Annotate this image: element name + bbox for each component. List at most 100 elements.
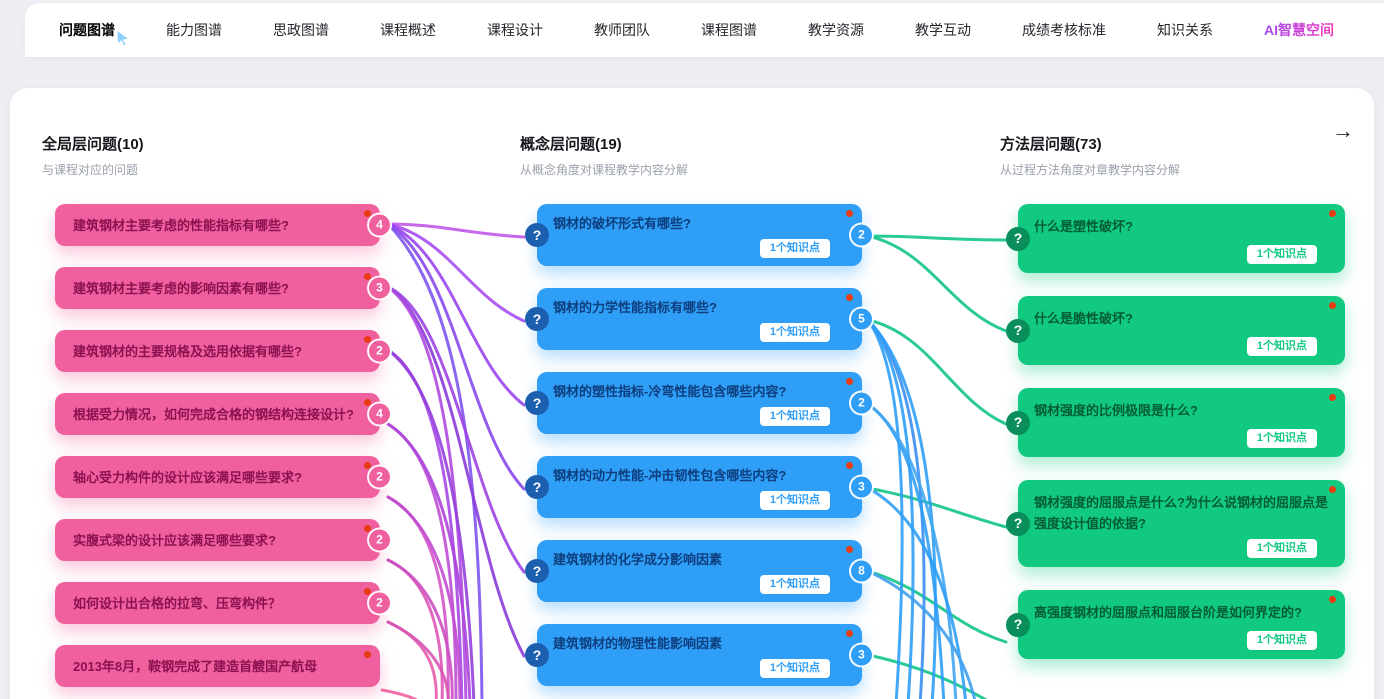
tab-course-design[interactable]: 课程设计 <box>487 20 543 40</box>
question-card[interactable]: ? 建筑钢材的物理性能影响因素 1个知识点 3 <box>525 624 872 686</box>
red-dot-indicator <box>1329 394 1336 401</box>
tab-grading-standard[interactable]: 成绩考核标准 <box>1022 20 1106 40</box>
card-title: 建筑钢材的化学成分影响因素 <box>553 552 723 567</box>
question-card[interactable]: 如何设计出合格的拉弯、压弯构件？ 2 <box>55 582 390 624</box>
knowledge-point-tag: 1个知识点 <box>759 407 830 426</box>
question-card[interactable]: ? 钢材的动力性能-冲击韧性包含哪些内容? 1个知识点 3 <box>525 456 872 518</box>
link-count-badge: 2 <box>851 392 872 414</box>
link-count-badge: 2 <box>369 340 390 362</box>
question-mark-icon: ? <box>525 307 549 331</box>
question-card[interactable]: 根据受力情况，如何完成合格的钢结构连接设计? 4 <box>55 393 390 435</box>
tab-label: 问题图谱 <box>59 22 115 38</box>
card-title: 建筑钢材主要考虑的性能指标有哪些? <box>73 217 289 233</box>
question-mark-icon: ? <box>525 559 549 583</box>
tab-label: 教师团队 <box>594 22 650 38</box>
card-title: 钢材的塑性指标-冷弯性能包含哪些内容? <box>553 384 787 399</box>
column-subtitle: 与课程对应的问题 <box>42 163 139 177</box>
red-dot-indicator <box>364 588 371 595</box>
tab-teacher-team[interactable]: 教师团队 <box>594 20 650 40</box>
question-card[interactable]: ? 钢材的力学性能指标有哪些? 1个知识点 5 <box>525 288 872 350</box>
card-title: 2013年8月，鞍钢完成了建造首艘国产航母 <box>73 658 318 674</box>
knowledge-point-tag: 1个知识点 <box>759 323 830 342</box>
tab-label: 教学互动 <box>915 22 971 38</box>
link-count-badge: 2 <box>369 466 390 488</box>
tab-teaching-interaction[interactable]: 教学互动 <box>915 20 971 40</box>
link-count-badge: 5 <box>851 308 872 330</box>
card-title: 轴心受力构件的设计应该满足哪些要求? <box>73 469 302 485</box>
link-count-badge: 2 <box>851 224 872 246</box>
card-title: 钢材的力学性能指标有哪些? <box>553 300 717 315</box>
knowledge-point-tag: 1个知识点 <box>759 659 830 678</box>
question-mark-icon: ? <box>525 391 549 415</box>
method-question-list: ? 什么是塑性破坏? 1个知识点 ? 什么是脆性破坏? 1个知识点 ? 钢材强度… <box>1006 204 1345 659</box>
knowledge-point-tag: 1个知识点 <box>1246 631 1317 650</box>
question-card[interactable]: ? 建筑钢材的化学成分影响因素 1个知识点 8 <box>525 540 872 602</box>
question-card[interactable]: ? 什么是脆性破坏? 1个知识点 <box>1006 296 1345 365</box>
column-title: 方法层问题(73) <box>1000 136 1102 153</box>
card-title: 钢材的破坏形式有哪些? <box>553 216 691 231</box>
red-dot-indicator <box>1329 486 1336 493</box>
red-dot-indicator <box>846 630 853 637</box>
red-dot-indicator <box>1329 302 1336 309</box>
question-card[interactable]: 建筑钢材的主要规格及选用依据有哪些? 2 <box>55 330 390 372</box>
tab-label: 课程设计 <box>487 22 543 38</box>
red-dot-indicator <box>846 546 853 553</box>
question-mark-icon: ? <box>525 475 549 499</box>
red-dot-indicator <box>846 294 853 301</box>
question-card[interactable]: ? 钢材强度的屈服点是什么?为什么说钢材的屈服点是强度设计值的依据? 1个知识点 <box>1006 480 1345 567</box>
question-mark-icon: ? <box>525 223 549 247</box>
tab-label: 能力图谱 <box>166 22 222 38</box>
concept-question-list: ? 钢材的破坏形式有哪些? 1个知识点 2 ? 钢材的力学性能指标有哪些? 1个… <box>525 204 872 686</box>
tab-question-map[interactable]: 问题图谱 <box>59 20 131 47</box>
tab-label: 知识关系 <box>1157 22 1213 38</box>
red-dot-indicator <box>846 210 853 217</box>
knowledge-point-tag: 1个知识点 <box>759 491 830 510</box>
question-mark-icon: ? <box>525 643 549 667</box>
card-title: 建筑钢材主要考虑的影响因素有哪些? <box>73 280 289 296</box>
column-header-concept: 概念层问题(19) 从概念角度对课程教学内容分解 <box>520 133 688 178</box>
link-count-badge: 8 <box>851 560 872 582</box>
question-card[interactable]: ? 钢材的塑性指标-冷弯性能包含哪些内容? 1个知识点 2 <box>525 372 872 434</box>
tab-ideology-map[interactable]: 思政图谱 <box>273 20 329 40</box>
question-mark-icon: ? <box>1006 318 1030 343</box>
question-card[interactable]: 建筑钢材主要考虑的影响因素有哪些? 3 <box>55 267 390 309</box>
question-card[interactable]: 实腹式梁的设计应该满足哪些要求? 2 <box>55 519 390 561</box>
tab-knowledge-relation[interactable]: 知识关系 <box>1157 20 1213 40</box>
link-count-badge: 3 <box>369 277 390 299</box>
knowledge-point-tag: 1个知识点 <box>1246 539 1317 558</box>
red-dot-indicator <box>364 210 371 217</box>
column-title: 概念层问题(19) <box>520 136 622 153</box>
card-title: 高强度钢材的屈服点和屈服台阶是如何界定的? <box>1034 605 1302 620</box>
question-mark-icon: ? <box>1006 410 1030 435</box>
red-dot-indicator <box>364 651 371 658</box>
tab-ability-map[interactable]: 能力图谱 <box>166 20 222 40</box>
link-count-badge: 3 <box>851 644 872 666</box>
red-dot-indicator <box>364 525 371 532</box>
knowledge-point-tag: 1个知识点 <box>1246 337 1317 356</box>
red-dot-indicator <box>364 273 371 280</box>
red-dot-indicator <box>1329 210 1336 217</box>
next-arrow-icon[interactable]: → <box>1332 118 1354 143</box>
card-title: 建筑钢材的物理性能影响因素 <box>553 636 723 651</box>
card-title: 钢材强度的屈服点是什么?为什么说钢材的屈服点是强度设计值的依据? <box>1034 495 1328 531</box>
red-dot-indicator <box>364 462 371 469</box>
question-card[interactable]: 轴心受力构件的设计应该满足哪些要求? 2 <box>55 456 390 498</box>
link-count-badge: 4 <box>369 214 390 236</box>
link-count-badge: 4 <box>369 403 390 425</box>
question-card[interactable]: 建筑钢材主要考虑的性能指标有哪些? 4 <box>55 204 390 246</box>
tab-course-map[interactable]: 课程图谱 <box>701 20 757 40</box>
question-card[interactable]: ? 高强度钢材的屈服点和屈服台阶是如何界定的? 1个知识点 <box>1006 590 1345 659</box>
tab-teaching-resources[interactable]: 教学资源 <box>808 20 864 40</box>
column-subtitle: 从过程方法角度对章教学内容分解 <box>1000 163 1181 177</box>
tab-label: AI智慧空间 <box>1264 22 1334 38</box>
question-card[interactable]: 2013年8月，鞍钢完成了建造首艘国产航母 <box>55 645 380 687</box>
tab-course-overview[interactable]: 课程概述 <box>380 20 436 40</box>
question-card[interactable]: ? 钢材的破坏形式有哪些? 1个知识点 2 <box>525 204 872 266</box>
knowledge-point-tag: 1个知识点 <box>759 239 830 258</box>
question-card[interactable]: ? 钢材强度的比例极限是什么? 1个知识点 <box>1006 388 1345 457</box>
tab-ai-smart-space[interactable]: AI智慧空间 <box>1264 20 1334 40</box>
red-dot-indicator <box>364 399 371 406</box>
question-mark-icon: ? <box>1006 226 1030 251</box>
question-card[interactable]: ? 什么是塑性破坏? 1个知识点 <box>1006 204 1345 273</box>
card-title: 什么是塑性破坏? <box>1034 219 1133 234</box>
